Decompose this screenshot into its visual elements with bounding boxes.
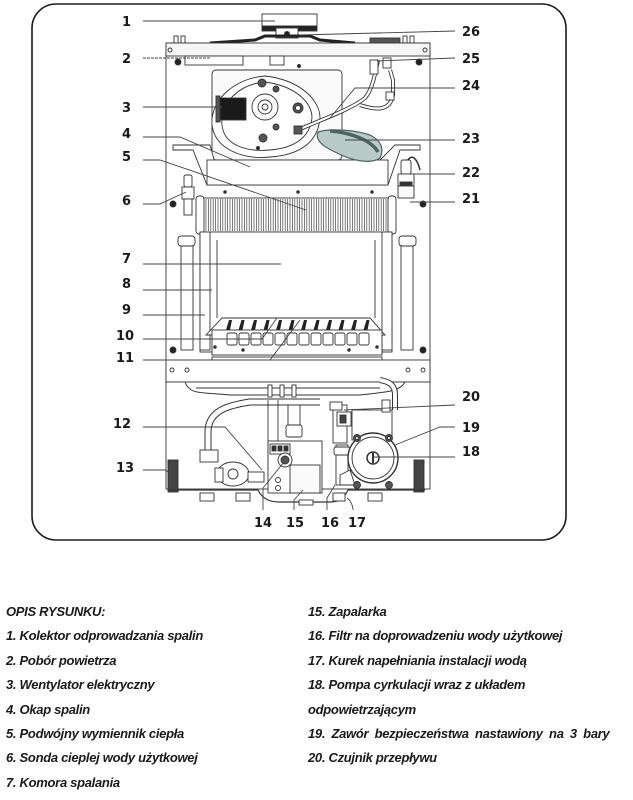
burner-nozzle xyxy=(322,332,334,346)
overheat-thermostat xyxy=(397,156,427,208)
dhw-probe xyxy=(169,174,195,216)
burner-ramp xyxy=(238,320,245,330)
callout-16: 16 xyxy=(321,516,339,531)
legend-column-left: OPIS RYSUNKU: 1. Kolektor odprowadzania … xyxy=(6,600,306,795)
callout-4: 4 xyxy=(122,127,131,142)
boiler-illustration xyxy=(165,13,431,506)
legend-item: 17. Kurek napełniania instalacji wodą xyxy=(308,652,527,668)
burner-ramp xyxy=(263,320,270,330)
callout-11: 11 xyxy=(116,351,134,366)
burner-nozzle xyxy=(274,332,286,346)
legend-item: 16. Filtr na doprowadzeniu wody użytkowe… xyxy=(308,628,563,644)
callout-21: 21 xyxy=(462,192,480,207)
burner-nozzle xyxy=(346,332,358,346)
burner-ramp xyxy=(301,320,307,330)
legend-item: 2. Pobór powietrza xyxy=(6,652,117,668)
callout-1: 1 xyxy=(122,15,131,30)
callout-25: 25 xyxy=(462,52,480,67)
callout-19: 19 xyxy=(462,421,480,436)
burner-nozzle xyxy=(262,332,274,346)
callout-6: 6 xyxy=(122,194,131,209)
callout-9: 9 xyxy=(122,303,131,318)
legend-item: 7. Komora spalania xyxy=(6,774,120,790)
legend: OPIS RYSUNKU: 1. Kolektor odprowadzania … xyxy=(0,600,633,800)
burner-ramp xyxy=(313,320,320,330)
burner-nozzle xyxy=(334,332,346,346)
burner-ramp xyxy=(288,320,295,330)
burner-ramp xyxy=(251,320,257,330)
ignition-electrode-cover xyxy=(316,129,383,162)
boiler-diagram: 1 2 3 4 5 6 7 8 9 10 11 12 13 14 15 16 1… xyxy=(31,3,567,541)
legend-column-right: 15. Zapalarka 16. Filtr na doprowadzeniu… xyxy=(308,600,626,771)
diagram-frame xyxy=(31,3,567,541)
callout-5: 5 xyxy=(122,150,131,165)
legend-item: 3. Wentylator elektryczny xyxy=(6,677,155,693)
callout-24: 24 xyxy=(462,79,480,94)
burner-nozzle xyxy=(310,332,322,346)
callout-18: 18 xyxy=(462,445,480,460)
burner-ramp xyxy=(326,320,332,330)
callout-17: 17 xyxy=(348,516,366,531)
legend-item: 15. Zapalarka xyxy=(308,604,387,619)
legend-item: 19. Zawór bezpieczeństwa nastawiony na 3… xyxy=(308,726,610,742)
electric-fan xyxy=(211,64,321,158)
callout-22: 22 xyxy=(462,166,480,181)
heat-exchanger xyxy=(195,195,397,236)
legend-item: 20. Czujnik przepływu xyxy=(308,750,437,766)
burner-nozzle xyxy=(286,332,298,346)
legend-item: odpowietrzającym xyxy=(308,701,416,717)
burner-nozzle xyxy=(298,332,310,346)
legend-item: 1. Kolektor odprowadzania spalin xyxy=(6,628,203,644)
burner-ramp xyxy=(363,320,370,330)
callout-15: 15 xyxy=(286,516,304,531)
callout-8: 8 xyxy=(122,277,131,292)
burner-nozzle xyxy=(358,332,370,346)
callout-labels: 1 2 3 4 5 6 7 8 9 10 11 12 13 14 15 16 1… xyxy=(113,15,480,531)
callout-14: 14 xyxy=(254,516,272,531)
burner-ramp xyxy=(338,320,345,330)
callout-7: 7 xyxy=(122,252,131,267)
burner-ramp xyxy=(226,320,232,330)
legend-item: 5. Podwójny wymiennik ciepła xyxy=(6,726,184,742)
legend-item: 6. Sonda cieplej wody użytkowej xyxy=(6,750,198,766)
legend-heading: OPIS RYSUNKU: xyxy=(6,604,106,619)
leader-lines xyxy=(143,20,456,511)
pressure-hoses xyxy=(293,57,395,135)
callout-20: 20 xyxy=(462,390,480,405)
callout-2: 2 xyxy=(122,52,131,67)
flue-collector xyxy=(173,13,415,45)
callout-23: 23 xyxy=(462,132,480,147)
gas-valve xyxy=(267,440,323,494)
burner-ramp xyxy=(276,320,282,330)
callout-13: 13 xyxy=(116,461,134,476)
callout-10: 10 xyxy=(116,329,134,344)
callout-12: 12 xyxy=(113,417,131,432)
legend-item: 18. Pompa cyrkulacji wraz z układem xyxy=(308,677,526,693)
burner-ramp xyxy=(351,320,357,330)
circulation-pump xyxy=(329,399,399,489)
callout-3: 3 xyxy=(122,101,131,116)
legend-item: 4. Okap spalin xyxy=(6,701,90,717)
callout-26: 26 xyxy=(462,25,480,40)
